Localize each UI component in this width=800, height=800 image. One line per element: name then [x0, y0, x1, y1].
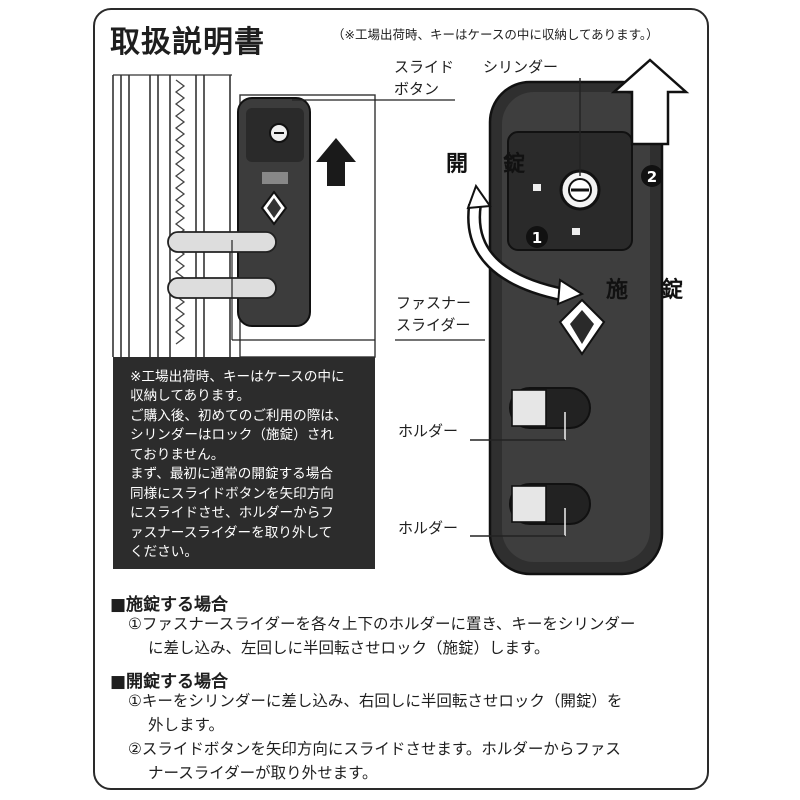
unlock-section-line: 外します。 [148, 716, 224, 734]
note-line: ご購入後、初めてのご利用の際は、 [130, 408, 348, 424]
fastener-slider-label: ファスナースライダー [396, 292, 471, 336]
note-line: ておりません。 [130, 447, 225, 463]
note-line: 収納してあります。 [130, 388, 251, 404]
holder-label-2: ホルダー [398, 519, 459, 537]
cylinder-label: シリンダー [483, 58, 559, 76]
note-line: まず、最初に通常の開錠する場合 [130, 466, 333, 482]
fastener-slider-label-line1: ファスナー [396, 294, 472, 312]
lock-section-heading: ■施錠する場合 [110, 595, 229, 615]
unlock-char-2: 錠 [503, 152, 526, 177]
lock-section-line: に差し込み、左回しに半回転させロック（施錠）します。 [148, 639, 550, 657]
note-line: ※工場出荷時、キーはケースの中に [130, 369, 345, 385]
slide-button-label-line1: スライド [394, 58, 455, 76]
step-1-marker: 1 [532, 229, 542, 247]
fastener-slider-label-line2: スライダー [396, 316, 471, 334]
lock-section-line: ①ファスナースライダーを各々上下のホルダーに置き、キーをシリンダー [128, 615, 636, 633]
page-title: 取扱説明書 [110, 25, 265, 60]
unlock-section-line: ①キーをシリンダーに差し込み、右回しに半回転させロック（開錠）を [128, 692, 623, 710]
lock-char-2: 錠 [661, 278, 684, 303]
slide-button-label: スライドボタン [394, 56, 454, 100]
note-line: シリンダーはロック（施錠）され [130, 427, 334, 443]
note-line: にスライドさせ、ホルダーからフ [130, 505, 334, 521]
factory-note-box: ※工場出荷時、キーはケースの中に 収納してあります。 ご購入後、初めてのご利用の… [113, 357, 375, 569]
slide-button-label-line2: ボタン [394, 80, 440, 98]
holder-label-1: ホルダー [398, 422, 459, 440]
unlock-char-1: 開 [446, 152, 469, 177]
step-2-marker: 2 [647, 168, 657, 186]
note-line: ください。 [130, 544, 198, 560]
lock-char-1: 施 [606, 278, 629, 303]
unlock-section-line: ②スライドボタンを矢印方向にスライドさせます。ホルダーからファス [128, 740, 621, 758]
note-line: 同様にスライドボタンを矢印方向 [130, 486, 334, 502]
unlock-section-heading: ■開錠する場合 [110, 672, 229, 692]
title-note: （※工場出荷時、キーはケースの中に収納してあります。） [332, 27, 659, 42]
unlock-section-line: ナースライダーが取り外せます。 [148, 764, 378, 782]
note-line: ァスナースライダーを取り外して [130, 525, 333, 541]
